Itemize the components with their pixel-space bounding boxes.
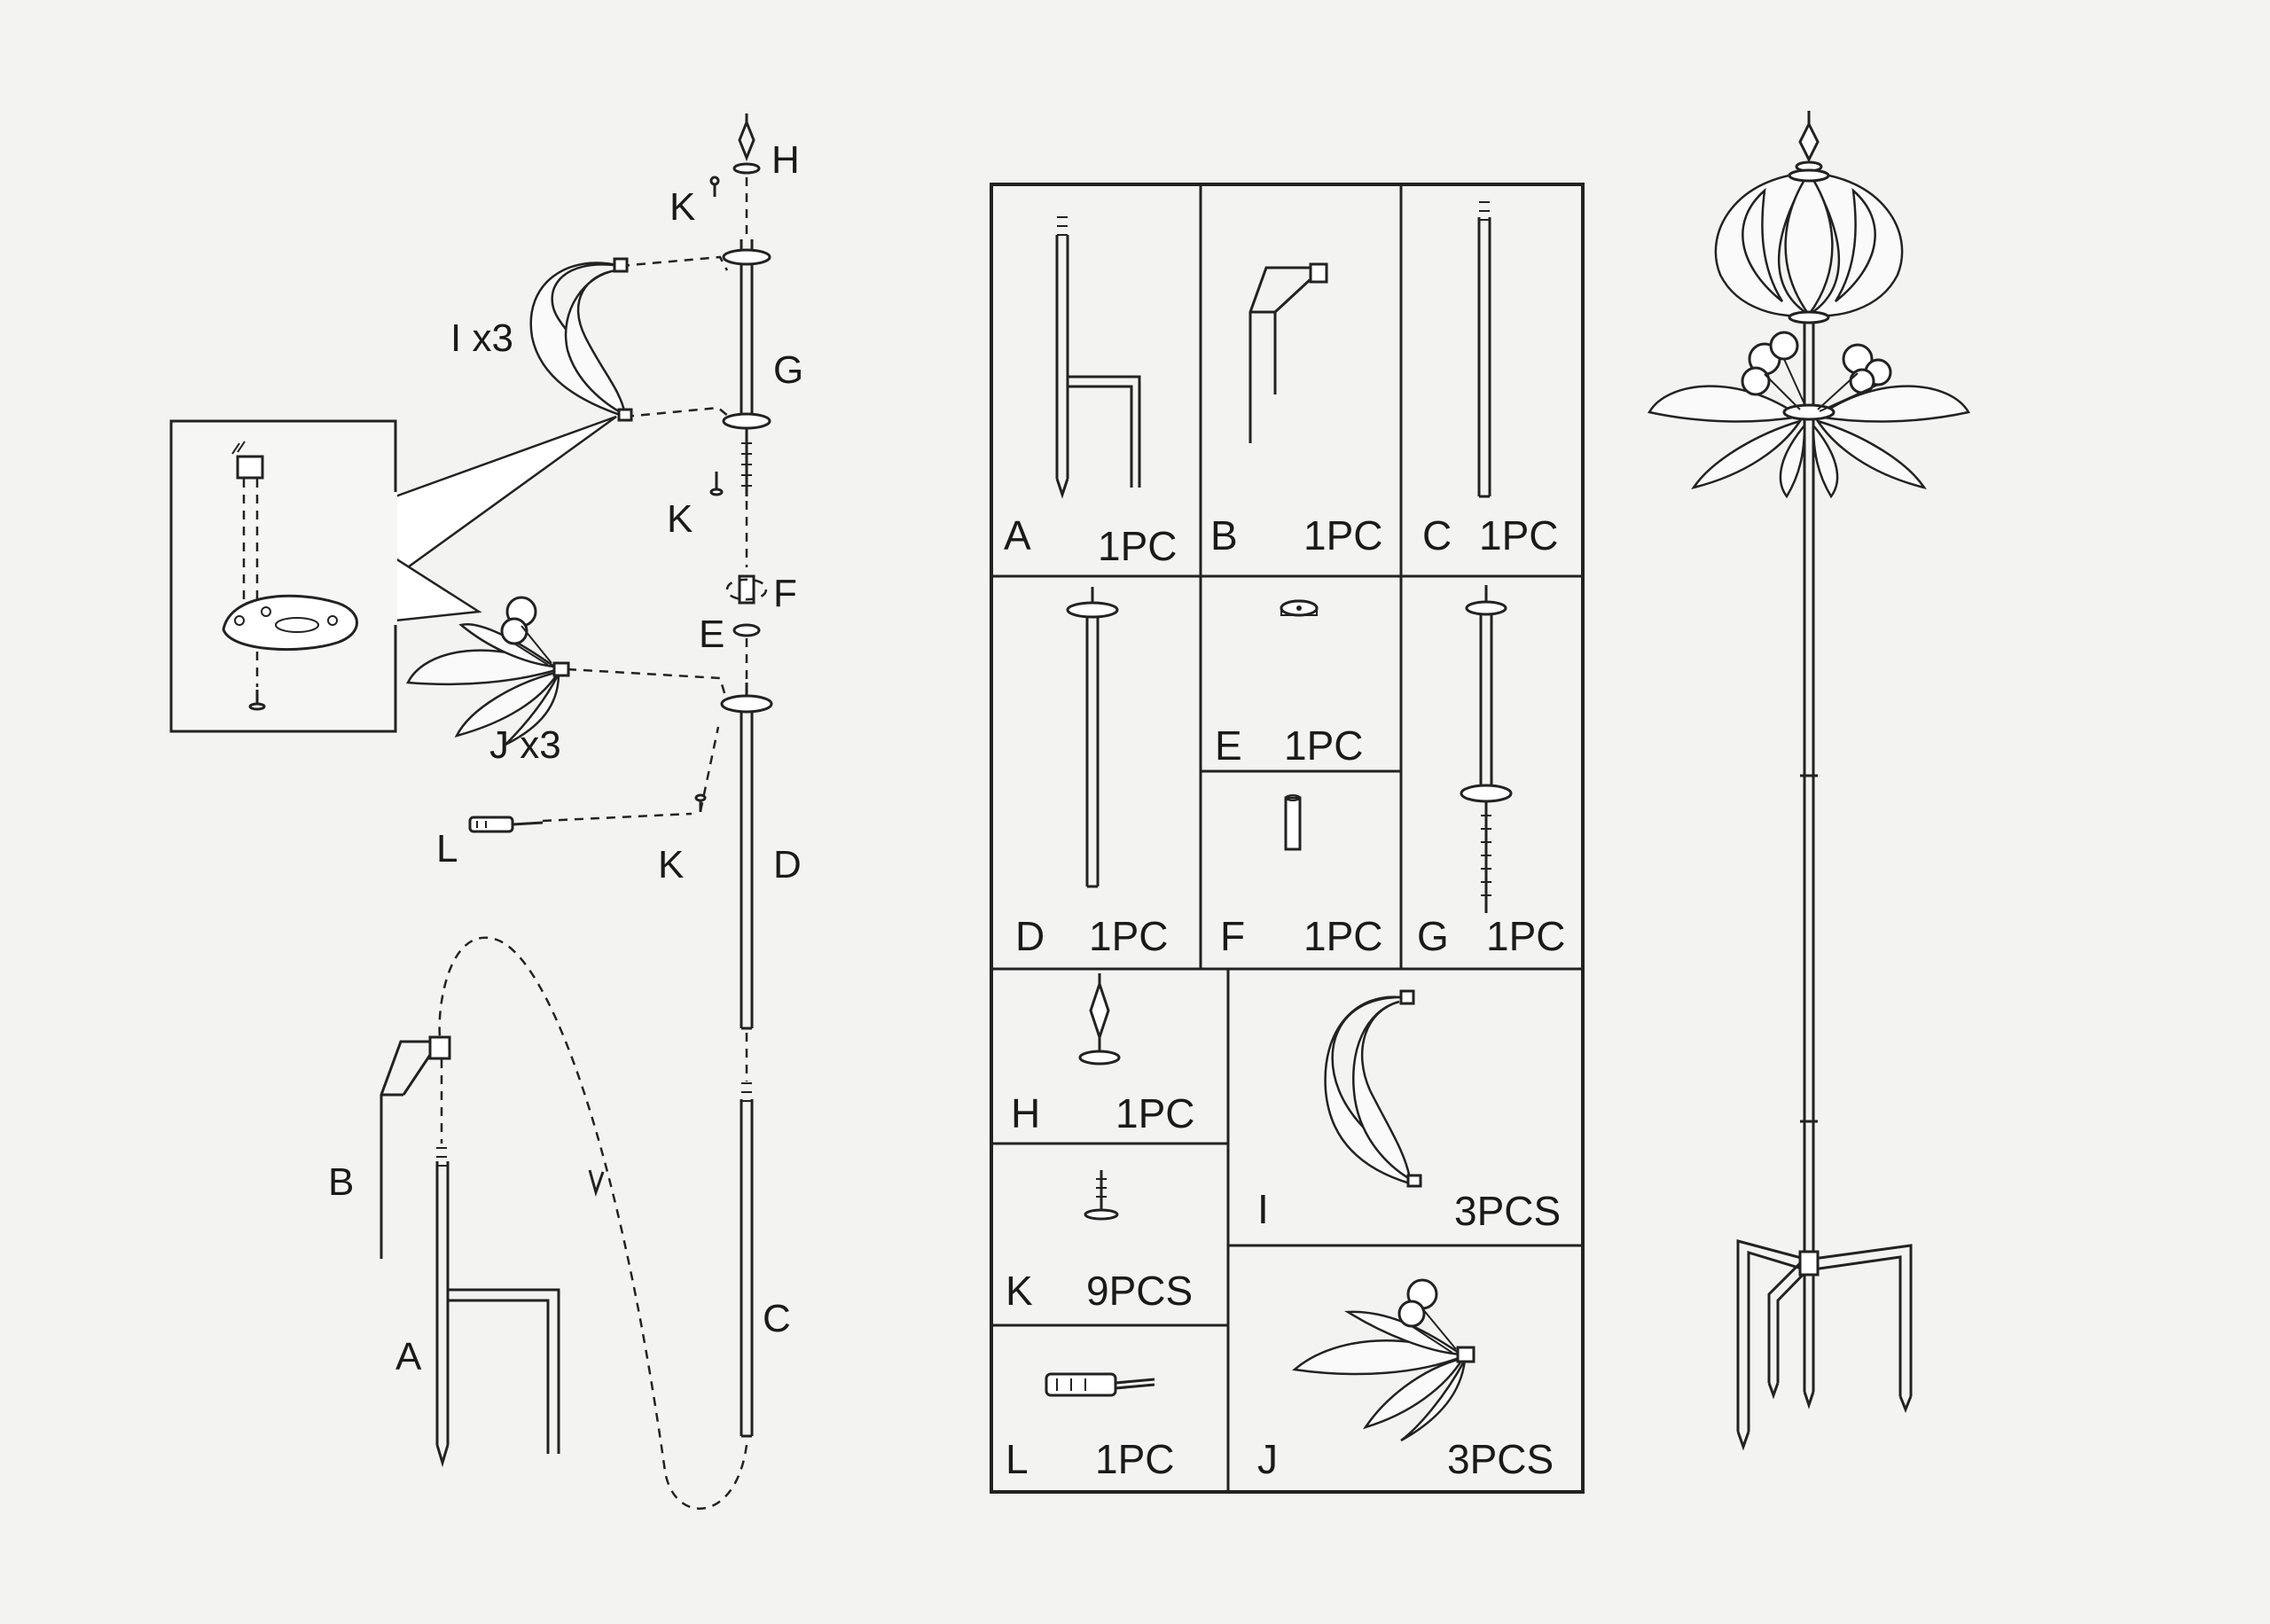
assembled-garden-spinner <box>1648 111 1970 1451</box>
stake-part-a <box>435 1147 560 1468</box>
cell-k-qty: 9PCS <box>1086 1268 1193 1314</box>
cell-g-letter: G <box>1417 913 1449 959</box>
cell-d-rod <box>1066 587 1119 888</box>
cell-d-qty: 1PC <box>1089 913 1168 959</box>
cell-l-screwdriver <box>1045 1372 1155 1397</box>
washer-part-e <box>732 623 761 637</box>
detail-inset <box>169 415 617 733</box>
exploded-assembly-diagram: H K I x3 G K F E J x3 L K D B A C <box>169 113 803 1510</box>
cell-f-tube <box>1284 794 1302 851</box>
cell-d-letter: D <box>1015 913 1045 959</box>
label-j-x3: J x3 <box>489 723 561 767</box>
label-f: F <box>773 572 797 615</box>
label-l: L <box>436 827 458 871</box>
label-k-low: K <box>658 843 684 886</box>
cell-h-finial <box>1078 973 1121 1066</box>
label-a: A <box>395 1335 422 1378</box>
screw-part-k-mid <box>709 472 724 496</box>
finial-part-h <box>732 113 761 175</box>
tube-part-f <box>725 574 768 605</box>
cell-j-qty: 3PCS <box>1447 1436 1554 1482</box>
cell-g-rod <box>1460 585 1513 913</box>
screw-part-k-top <box>709 176 720 197</box>
cell-e-qty: 1PC <box>1284 722 1363 769</box>
label-g: G <box>773 348 803 392</box>
cell-i-petal <box>1324 989 1422 1188</box>
stake-base <box>1736 1239 1913 1451</box>
flower-leaves-part-j <box>406 596 570 746</box>
spinner-petals-part-i <box>529 257 633 422</box>
stake-part-b <box>380 1035 451 1259</box>
cell-b-stake <box>1248 262 1328 443</box>
cell-i-letter: I <box>1257 1186 1269 1232</box>
cell-b-letter: B <box>1210 512 1238 558</box>
screwdriver-part-l <box>468 816 544 833</box>
cell-c-letter: C <box>1422 512 1452 558</box>
cell-c-qty: 1PC <box>1479 512 1558 558</box>
cell-k-letter: K <box>1006 1268 1033 1314</box>
cell-a-letter: A <box>1004 512 1031 558</box>
rod-part-g <box>722 239 771 496</box>
label-h: H <box>771 138 800 182</box>
parts-table: A 1PC B 1PC C 1PC D 1PC <box>990 183 1585 1494</box>
cell-h-letter: H <box>1011 1090 1040 1136</box>
cell-a-qty: 1PC <box>1098 523 1177 569</box>
label-e: E <box>699 613 724 656</box>
cell-h-qty: 1PC <box>1115 1090 1194 1136</box>
cell-c-rod <box>1477 201 1491 498</box>
cell-i-qty: 3PCS <box>1454 1188 1561 1234</box>
cell-g-qty: 1PC <box>1486 913 1565 959</box>
cell-k-screw <box>1084 1170 1119 1221</box>
cell-l-letter: L <box>1006 1436 1029 1482</box>
cell-j-flower <box>1292 1278 1476 1442</box>
cell-f-letter: F <box>1220 913 1245 959</box>
label-i-x3: I x3 <box>450 316 513 360</box>
screw-part-k-low <box>694 793 707 812</box>
label-d: D <box>773 843 802 886</box>
cell-f-qty: 1PC <box>1303 913 1382 959</box>
label-b: B <box>328 1160 354 1204</box>
spinner-globe <box>1714 168 1904 324</box>
rod-part-d <box>720 683 773 1030</box>
cell-l-qty: 1PC <box>1095 1436 1174 1482</box>
cell-j-letter: J <box>1257 1436 1278 1482</box>
label-c: C <box>763 1297 791 1340</box>
rod-part-c <box>740 1082 754 1438</box>
label-k-mid: K <box>667 497 693 541</box>
cell-e-washer <box>1280 599 1319 617</box>
cell-b-qty: 1PC <box>1303 512 1382 558</box>
label-k-top: K <box>669 185 695 229</box>
flower-cluster <box>1648 331 1970 499</box>
cell-e-letter: E <box>1215 722 1242 769</box>
cell-a-stake <box>1055 216 1141 499</box>
